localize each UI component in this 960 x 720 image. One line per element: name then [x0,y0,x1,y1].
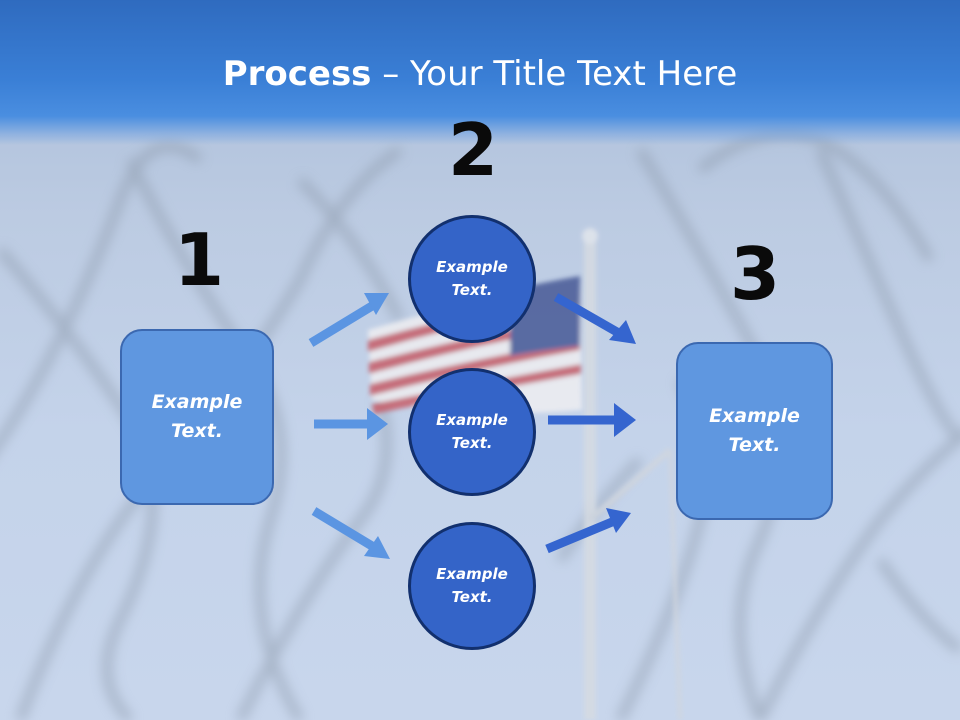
step-number-1: 1 [173,218,225,302]
title-bold-part: Process [222,54,372,94]
circle-top[interactable]: Example Text. [408,215,536,343]
title-band [0,0,960,145]
step-number-2: 2 [447,108,499,192]
left-box-label: Example Text. [151,391,243,442]
circle-top-label: Example Text. [436,258,508,299]
arrow-bottom-to-right [545,508,631,554]
left-example-box[interactable]: Example Text. [120,329,274,505]
slide-title: Process – Your Title Text Here [0,52,960,96]
right-example-box[interactable]: Example Text. [676,342,833,520]
circle-bottom-label: Example Text. [436,565,508,606]
arrow-middle-to-right [548,403,636,437]
arrow-left-to-top [308,293,389,347]
step-number-3: 3 [729,232,781,316]
flag-pole [582,228,682,720]
circle-middle-label: Example Text. [436,411,508,452]
right-box-label: Example Text. [709,405,800,456]
arrow-left-to-middle [314,408,388,440]
arrow-left-to-bottom [311,507,390,559]
circle-middle[interactable]: Example Text. [408,368,536,496]
title-rest-part: – Your Title Text Here [371,54,738,94]
circle-bottom[interactable]: Example Text. [408,522,536,650]
arrow-top-to-right [553,293,636,344]
